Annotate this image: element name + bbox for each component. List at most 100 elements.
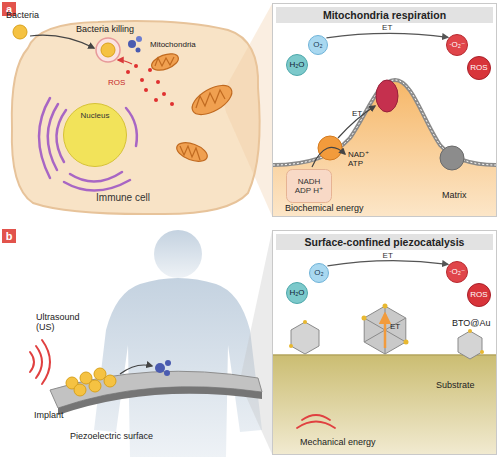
killed-bacteria xyxy=(155,360,171,376)
ros-molecule-outline xyxy=(468,57,491,80)
node-text: Immune cell xyxy=(68,192,178,204)
killed-bacteria xyxy=(164,370,170,376)
respiratory-protein xyxy=(376,80,398,112)
human-silhouette xyxy=(154,230,202,278)
mechanical-wave xyxy=(297,415,335,428)
matrix-region xyxy=(273,80,496,216)
membrane xyxy=(273,80,496,165)
node-text: ROS xyxy=(467,283,491,307)
substrate-edge xyxy=(273,354,496,356)
water-molecule-outline xyxy=(287,55,308,76)
endoplasmic-reticulum xyxy=(64,180,130,191)
node-text: H₂O xyxy=(286,282,308,304)
endoplasmic-reticulum xyxy=(39,98,50,178)
energy-box: NADH ADP H⁺ xyxy=(286,169,332,203)
zoom-wedge xyxy=(222,4,272,216)
human-silhouette xyxy=(94,278,262,457)
node-text: O₂ xyxy=(309,263,329,283)
oxygen-molecule: O₂ xyxy=(308,35,328,55)
water-molecule: H₂O xyxy=(286,282,308,304)
gold-dot xyxy=(362,316,367,321)
bacteria-uptake xyxy=(101,43,115,57)
bacteria-on-implant xyxy=(80,372,92,384)
gold-dot xyxy=(289,344,293,348)
killed-bacteria xyxy=(155,363,165,373)
bacteria-on-implant xyxy=(66,368,116,396)
node-text: O₂ xyxy=(308,35,328,55)
bacteria-uptake xyxy=(96,38,120,62)
electron-transfer-arrow xyxy=(327,261,447,266)
node-text: Mitochondria respiration xyxy=(276,7,493,23)
respiratory-protein xyxy=(440,146,464,170)
ultrasound-wave xyxy=(30,352,34,372)
mitochondrion xyxy=(174,139,210,165)
ultrasound-label: Ultrasound (US) xyxy=(36,312,96,333)
bacteria-uptake xyxy=(128,40,136,48)
piezo-nanoparticle xyxy=(291,306,482,359)
membrane xyxy=(273,80,496,165)
electron-transfer-arrow xyxy=(312,106,375,167)
substrate xyxy=(273,355,496,454)
electron-transfer-arrow xyxy=(338,106,375,138)
respiratory-protein xyxy=(318,136,342,160)
endoplasmic-reticulum xyxy=(70,172,122,182)
region-label: Matrix xyxy=(442,190,467,200)
surface-label: Piezoelectric surface xyxy=(70,431,153,441)
mitochondrion xyxy=(196,90,225,108)
gold-dot xyxy=(289,304,484,355)
ros-dots xyxy=(154,98,158,102)
gold-dot xyxy=(404,340,409,345)
inset-panel: Surface-confined piezocatalysisO₂H₂O·O₂⁻… xyxy=(272,230,497,455)
node-text: ·O₂⁻ xyxy=(446,34,468,56)
oxygen-molecule-outline xyxy=(309,36,328,55)
inset-panel: Mitochondria respirationO₂H₂O·O₂⁻ROSNADH… xyxy=(272,3,497,217)
superoxide-molecule-outline xyxy=(447,262,468,283)
cell-outline xyxy=(12,21,260,214)
electron-transfer-arrow xyxy=(312,147,345,167)
piezo-electron-arrow xyxy=(384,314,387,348)
membrane xyxy=(273,80,496,165)
human-silhouette xyxy=(94,230,262,457)
node-text: ·O₂⁻ xyxy=(446,261,468,283)
product-label: NAD⁺ ATP xyxy=(348,150,378,168)
ros-molecule: ROS xyxy=(467,56,491,80)
gold-dot xyxy=(468,329,472,333)
edge-label: ET xyxy=(382,23,392,32)
node-text: NADH ADP H⁺ xyxy=(286,169,332,203)
electron-transfer-label: ET xyxy=(352,109,362,118)
bacteria-on-implant xyxy=(104,375,116,387)
zoom-wedge xyxy=(240,231,272,454)
edge-label: ET xyxy=(383,251,393,260)
killing-arrow xyxy=(120,365,152,374)
bacteria-on-implant xyxy=(66,377,78,389)
mitochondrion xyxy=(187,79,236,120)
ultrasound-wave xyxy=(30,340,50,384)
mitochondrion xyxy=(149,51,236,165)
immune-cell-shape xyxy=(8,18,264,216)
region-label: Substrate xyxy=(436,380,475,390)
ultrasound-wave xyxy=(42,340,50,384)
ros-dots xyxy=(140,78,144,82)
superoxide-molecule-outline xyxy=(447,35,468,56)
bacteria-uptake xyxy=(136,36,142,42)
organelle-label: Mitochondria xyxy=(150,40,196,49)
ros-dots xyxy=(118,60,174,106)
implant-plate xyxy=(58,387,262,415)
immune-cell: Immune cell Nucleus xyxy=(8,18,264,216)
endoplasmic-reticulum xyxy=(56,110,66,162)
endoplasmic-reticulum xyxy=(48,104,58,170)
node-text: Nucleus xyxy=(63,111,127,120)
node-text: ROS xyxy=(467,56,491,80)
ros-dots xyxy=(156,80,160,84)
bacteria-on-implant xyxy=(94,368,106,380)
mechanical-wave xyxy=(302,415,330,420)
bacteria-on-implant xyxy=(89,380,101,392)
bacteria-on-implant xyxy=(74,384,86,396)
bacteria-label: Bacteria xyxy=(6,10,39,20)
ros-dots xyxy=(118,60,132,64)
energy-label: Biochemical energy xyxy=(285,203,364,213)
gold-dot xyxy=(383,304,388,309)
piezo-nanoparticle xyxy=(291,322,319,354)
endoplasmic-reticulum xyxy=(126,108,137,146)
